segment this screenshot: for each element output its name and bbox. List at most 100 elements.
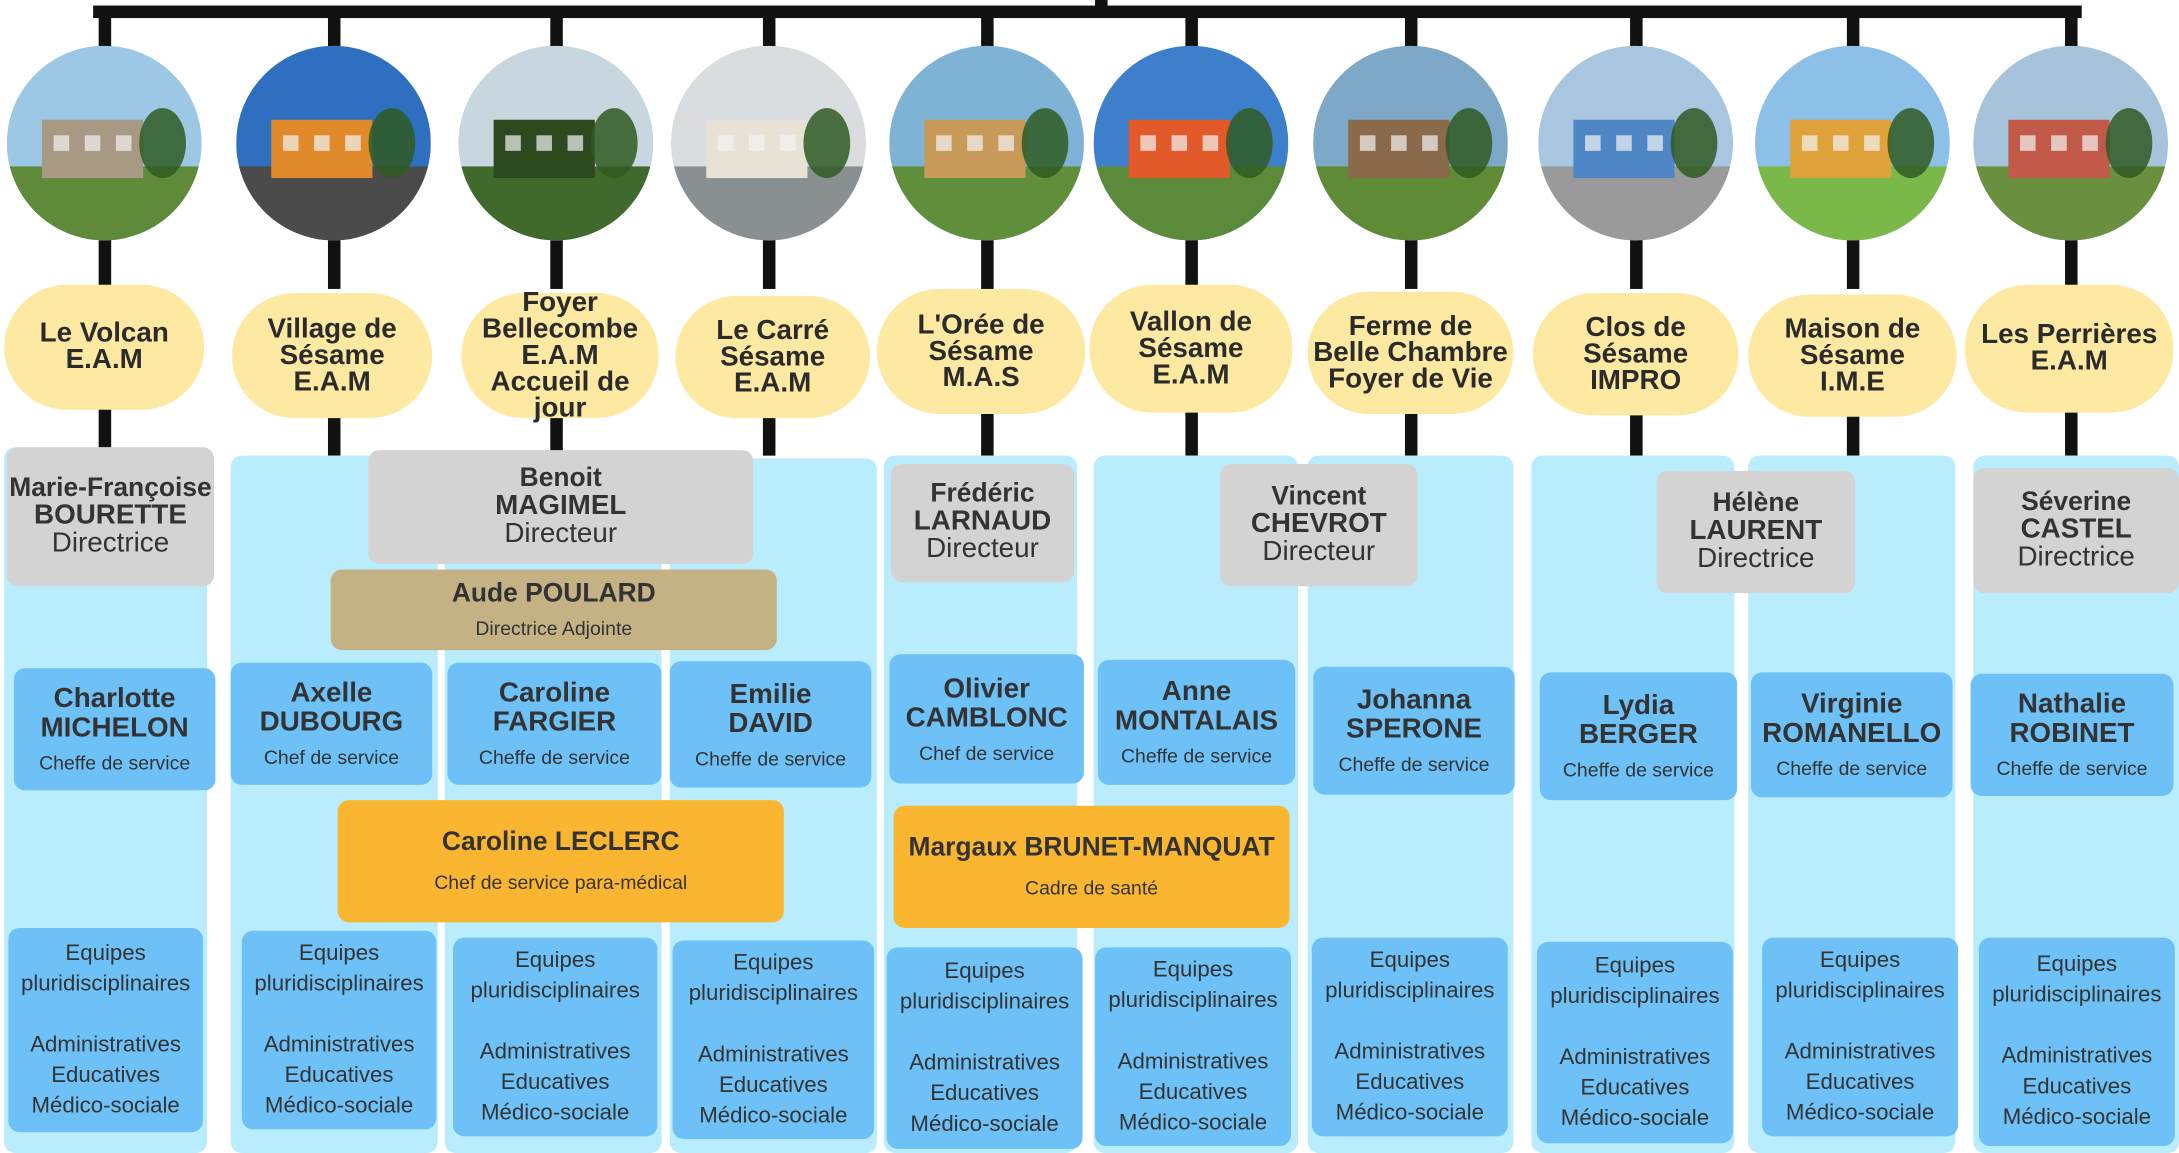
establishment-name-line: IMPRO bbox=[1590, 364, 1682, 396]
chef-last-name: FARGIER bbox=[492, 707, 617, 738]
establishment-name-line: Le Volcan bbox=[39, 318, 169, 349]
establishment-name-line: I.M.E bbox=[1819, 366, 1885, 397]
team-line: Equipes bbox=[298, 941, 380, 965]
team-line: Educatives bbox=[718, 1073, 828, 1097]
cadre-sante-role: Cadre de santé bbox=[1025, 876, 1159, 899]
establishment-connector bbox=[550, 233, 563, 289]
wooden-building-photo bbox=[889, 45, 1084, 241]
team-line: Administratives bbox=[30, 1032, 181, 1057]
team-line: pluridisciplinaires bbox=[688, 981, 858, 1006]
establishment-name-line: Accueil de bbox=[490, 366, 630, 397]
establishment-name-line: E.A.M bbox=[2030, 345, 2108, 377]
colorful-playground-photo bbox=[1755, 45, 1950, 241]
chef-last-name: MICHELON bbox=[40, 712, 189, 744]
team-line: Médico-sociale bbox=[2002, 1105, 2152, 1130]
establishment-connector bbox=[98, 233, 112, 289]
team-line: pluridisciplinaires bbox=[1775, 978, 1945, 1003]
chef-first-name: Virginie bbox=[1801, 689, 1903, 720]
establishment-connector bbox=[327, 405, 341, 456]
chef-first-name: Lydia bbox=[1602, 690, 1675, 721]
team-line: Educatives bbox=[51, 1063, 160, 1088]
establishment-connector bbox=[1630, 405, 1643, 456]
director-last-name: CASTEL bbox=[2020, 513, 2132, 544]
team-line: pluridisciplinaires bbox=[1550, 984, 1720, 1008]
establishment-connector bbox=[981, 233, 994, 289]
establishment-connector bbox=[327, 11, 341, 53]
chef-role: Cheffe de service bbox=[1562, 758, 1714, 781]
director-role: Directeur bbox=[1262, 535, 1376, 567]
chef-first-name: Olivier bbox=[943, 673, 1030, 704]
paramedical-name: Caroline LECLERC bbox=[441, 827, 680, 858]
team-line: Administratives bbox=[1334, 1039, 1486, 1064]
team-line: pluridisciplinaires bbox=[899, 989, 1070, 1014]
establishment-name-line: E.A.M bbox=[1152, 359, 1230, 390]
chef-last-name: MONTALAIS bbox=[1114, 705, 1279, 737]
establishment-name-line: Les Perrières bbox=[1981, 319, 2158, 351]
director-last-name: LAURENT bbox=[1689, 514, 1823, 546]
chef-role: Cheffe de service bbox=[478, 745, 630, 769]
chef-first-name: Anne bbox=[1161, 676, 1232, 708]
establishment-name-line: Bellecombe bbox=[482, 313, 639, 344]
establishment-name-line: E.A.M bbox=[521, 339, 599, 371]
team-line: Administratives bbox=[2001, 1044, 2153, 1069]
root-stem-line bbox=[1095, 0, 1108, 14]
director-first-name: Séverine bbox=[2021, 486, 2132, 517]
establishment-name-line: Foyer de Vie bbox=[1328, 363, 1493, 394]
director-first-name: Frédéric bbox=[930, 479, 1035, 509]
chef-role: Cheffe de service bbox=[1120, 744, 1273, 767]
establishment-name-line: Sésame bbox=[928, 335, 1034, 367]
team-line: Equipes bbox=[733, 950, 814, 975]
team-line: Médico-sociale bbox=[1335, 1100, 1484, 1125]
establishment-connector bbox=[1404, 405, 1418, 456]
team-line: Médico-sociale bbox=[264, 1093, 414, 1118]
paramedical-role: Chef de service para-médical bbox=[434, 871, 688, 894]
team-line: Equipes bbox=[1819, 948, 1901, 972]
team-line: Médico-sociale bbox=[699, 1103, 848, 1128]
team-line: Equipes bbox=[1152, 957, 1234, 982]
team-line: Educatives bbox=[500, 1070, 610, 1094]
establishment-connector bbox=[1846, 11, 1860, 53]
chef-last-name: DAVID bbox=[728, 707, 813, 739]
director-role: Directeur bbox=[926, 533, 1039, 564]
team-line: Equipes bbox=[1369, 948, 1450, 972]
director-role: Directrice bbox=[51, 527, 170, 558]
establishment-name-line: Village de bbox=[267, 313, 397, 344]
establishment-name-line: L'Orée de bbox=[917, 309, 1045, 340]
establishment-name-line: Ferme de bbox=[1348, 310, 1473, 342]
chef-role: Cheffe de service bbox=[695, 746, 847, 769]
orange-building-photo bbox=[236, 45, 431, 241]
establishment-connector bbox=[981, 405, 994, 456]
establishment-name-line: Foyer bbox=[522, 286, 598, 318]
chef-role: Cheffe de service bbox=[1776, 757, 1928, 780]
tree-and-house-photo bbox=[458, 45, 654, 241]
director-last-name: BOURETTE bbox=[34, 499, 187, 530]
establishment-connector bbox=[2065, 233, 2078, 289]
director-role: Directrice bbox=[1697, 542, 1815, 574]
establishment-connector bbox=[1630, 233, 1643, 289]
establishment-connector bbox=[1404, 11, 1418, 53]
establishment-name-line: Sésame bbox=[1799, 339, 1905, 371]
establishment-name-line: Sésame bbox=[720, 341, 826, 372]
establishment-connector bbox=[1185, 405, 1198, 456]
team-line: Equipes bbox=[2036, 952, 2118, 977]
team-line: Médico-sociale bbox=[910, 1112, 1059, 1136]
chef-role: Chef de service bbox=[263, 745, 400, 769]
director-last-name: LARNAUD bbox=[913, 505, 1052, 537]
establishment-name-line: E.A.M bbox=[293, 366, 371, 397]
team-line: Médico-sociale bbox=[1118, 1110, 1268, 1135]
